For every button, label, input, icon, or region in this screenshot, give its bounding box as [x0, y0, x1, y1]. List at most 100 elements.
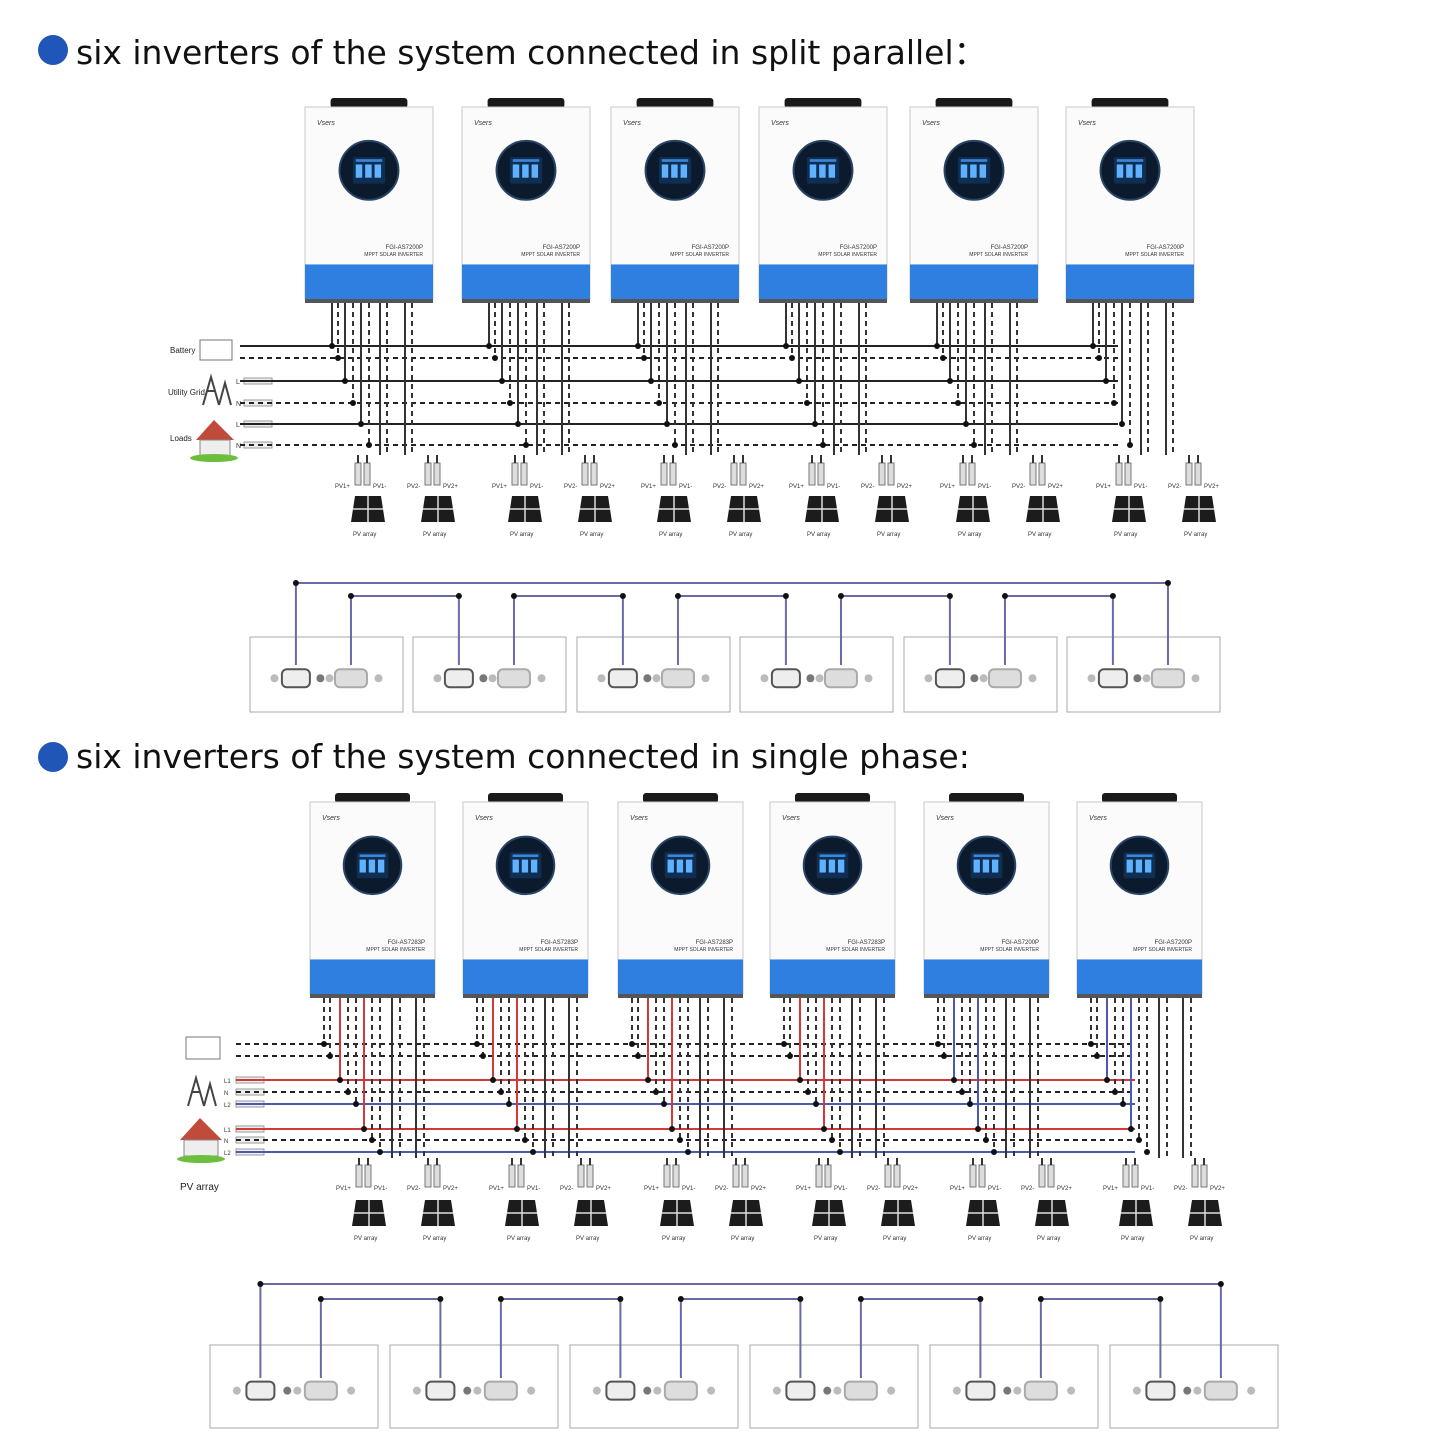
mc4-connector-icon [887, 462, 895, 486]
solar-panel [657, 496, 691, 522]
junction-dot [977, 1296, 984, 1302]
inverter-brand: Vsers [623, 120, 641, 127]
display-digit [991, 859, 999, 873]
display-digit [1116, 164, 1124, 178]
comm-port-card [569, 1344, 739, 1429]
junction-dot [857, 1296, 864, 1302]
inverter-model: FGI-AS7200P [692, 245, 729, 251]
utility-tower-icon [202, 373, 220, 406]
display-digit [355, 164, 363, 178]
mc4-connector-icon [1047, 1164, 1055, 1188]
junction-dot [1120, 1101, 1126, 1107]
grass-icon [177, 1155, 225, 1163]
mc4-connector-icon [1124, 462, 1132, 486]
comm-port-card [749, 1344, 919, 1429]
pv-terminal-label: PV2- [564, 484, 577, 490]
pv-array-label: PV array [731, 1236, 754, 1242]
db9-port-icon [496, 668, 531, 689]
line-label: N [224, 1139, 228, 1145]
display-digit [512, 164, 520, 178]
junction-dot [629, 1041, 635, 1047]
mc4-connector-icon [672, 1164, 680, 1188]
pv-terminal-label: PV1+ [940, 484, 955, 490]
pv-terminal-label: PV2- [1168, 484, 1181, 490]
junction-dot [787, 1053, 793, 1059]
house-icon [180, 1118, 222, 1140]
inverter-subtitle: MPPT SOLAR INVERTER [519, 947, 578, 953]
pv-array-label: PV array [353, 532, 376, 538]
screw-icon [653, 1386, 662, 1395]
solar-panel [421, 1200, 455, 1226]
db9-port-icon [605, 1380, 636, 1401]
inverter-bottom-edge [310, 994, 435, 998]
junction-dot [820, 442, 826, 448]
line-label: L [236, 422, 240, 429]
db9-port-icon [443, 668, 474, 689]
pv-terminal-label: PV1+ [644, 1186, 659, 1192]
junction-dot [837, 1149, 843, 1155]
inverter-brand: Vsers [782, 815, 800, 822]
junction-dot [499, 378, 505, 384]
display-digit [512, 859, 519, 873]
screw-icon [270, 674, 279, 683]
pv-array-label: PV array [1190, 1236, 1213, 1242]
house-icon [196, 420, 234, 440]
junction-dot [955, 400, 961, 406]
inverter-top-bracket [643, 793, 718, 803]
pv-terminal-label: PV1+ [789, 484, 804, 490]
junction-dot [498, 1089, 504, 1095]
single-phase-heading-text: six inverters of the system connected in… [76, 737, 970, 776]
inverter-blue-band [759, 264, 887, 299]
inverter-brand: Vsers [322, 815, 340, 822]
junction-dot [617, 1296, 624, 1302]
inverter-blue-band [1066, 264, 1194, 299]
comm-card-frame [903, 636, 1058, 713]
pv-terminal-label: PV1+ [950, 1186, 965, 1192]
display-digit [809, 164, 817, 178]
pv-terminal-label: PV1- [834, 1186, 847, 1192]
inverter-bottom-edge [759, 299, 887, 303]
pv-terminal-label: PV2- [715, 1186, 728, 1192]
screw-icon [1247, 1386, 1256, 1395]
inverter-subtitle: MPPT SOLAR INVERTER [826, 947, 885, 953]
mc4-connector-icon [959, 462, 967, 486]
screw-icon [1191, 674, 1200, 683]
mc4-connector-icon [586, 1164, 594, 1188]
display-digit [1126, 164, 1133, 178]
mc4-connector-icon [730, 462, 738, 486]
screw-icon [806, 674, 815, 683]
display-indicator-bar [960, 159, 988, 162]
battery-icon [199, 339, 233, 361]
display-indicator-bar [1126, 854, 1153, 858]
junction-dot [257, 1281, 264, 1287]
line-label: L2 [224, 1151, 231, 1157]
junction-dot [514, 1126, 520, 1132]
display-indicator-bar [819, 854, 846, 858]
mc4-connector-icon [581, 462, 589, 486]
inverter-top-bracket [488, 793, 563, 803]
screw-icon [652, 674, 661, 683]
junction-dot [669, 1126, 675, 1132]
inverter-blue-band [462, 264, 590, 299]
display-digit [819, 859, 826, 873]
line-label: L1 [224, 1128, 231, 1134]
mc4-connector-icon [669, 462, 677, 486]
comm-port-card [249, 636, 404, 713]
junction-dot [530, 1149, 536, 1155]
display-indicator-bar [809, 159, 837, 162]
db9-port-icon [1023, 1380, 1058, 1401]
inverter-brand: Vsers [474, 120, 492, 127]
inverter-bottom-edge [910, 299, 1038, 303]
screw-icon [347, 1386, 356, 1395]
junction-dot [497, 1296, 504, 1302]
mc4-connector-icon [424, 462, 432, 486]
line-label: N [236, 443, 241, 450]
junction-dot [1144, 1149, 1150, 1155]
db9-port-icon [1145, 1380, 1176, 1401]
screw-icon [643, 674, 652, 683]
pv-terminal-label: PV2- [1021, 1186, 1034, 1192]
pv-array-label: PV array [877, 532, 900, 538]
junction-dot [677, 1296, 684, 1302]
junction-dot [1217, 1281, 1224, 1287]
